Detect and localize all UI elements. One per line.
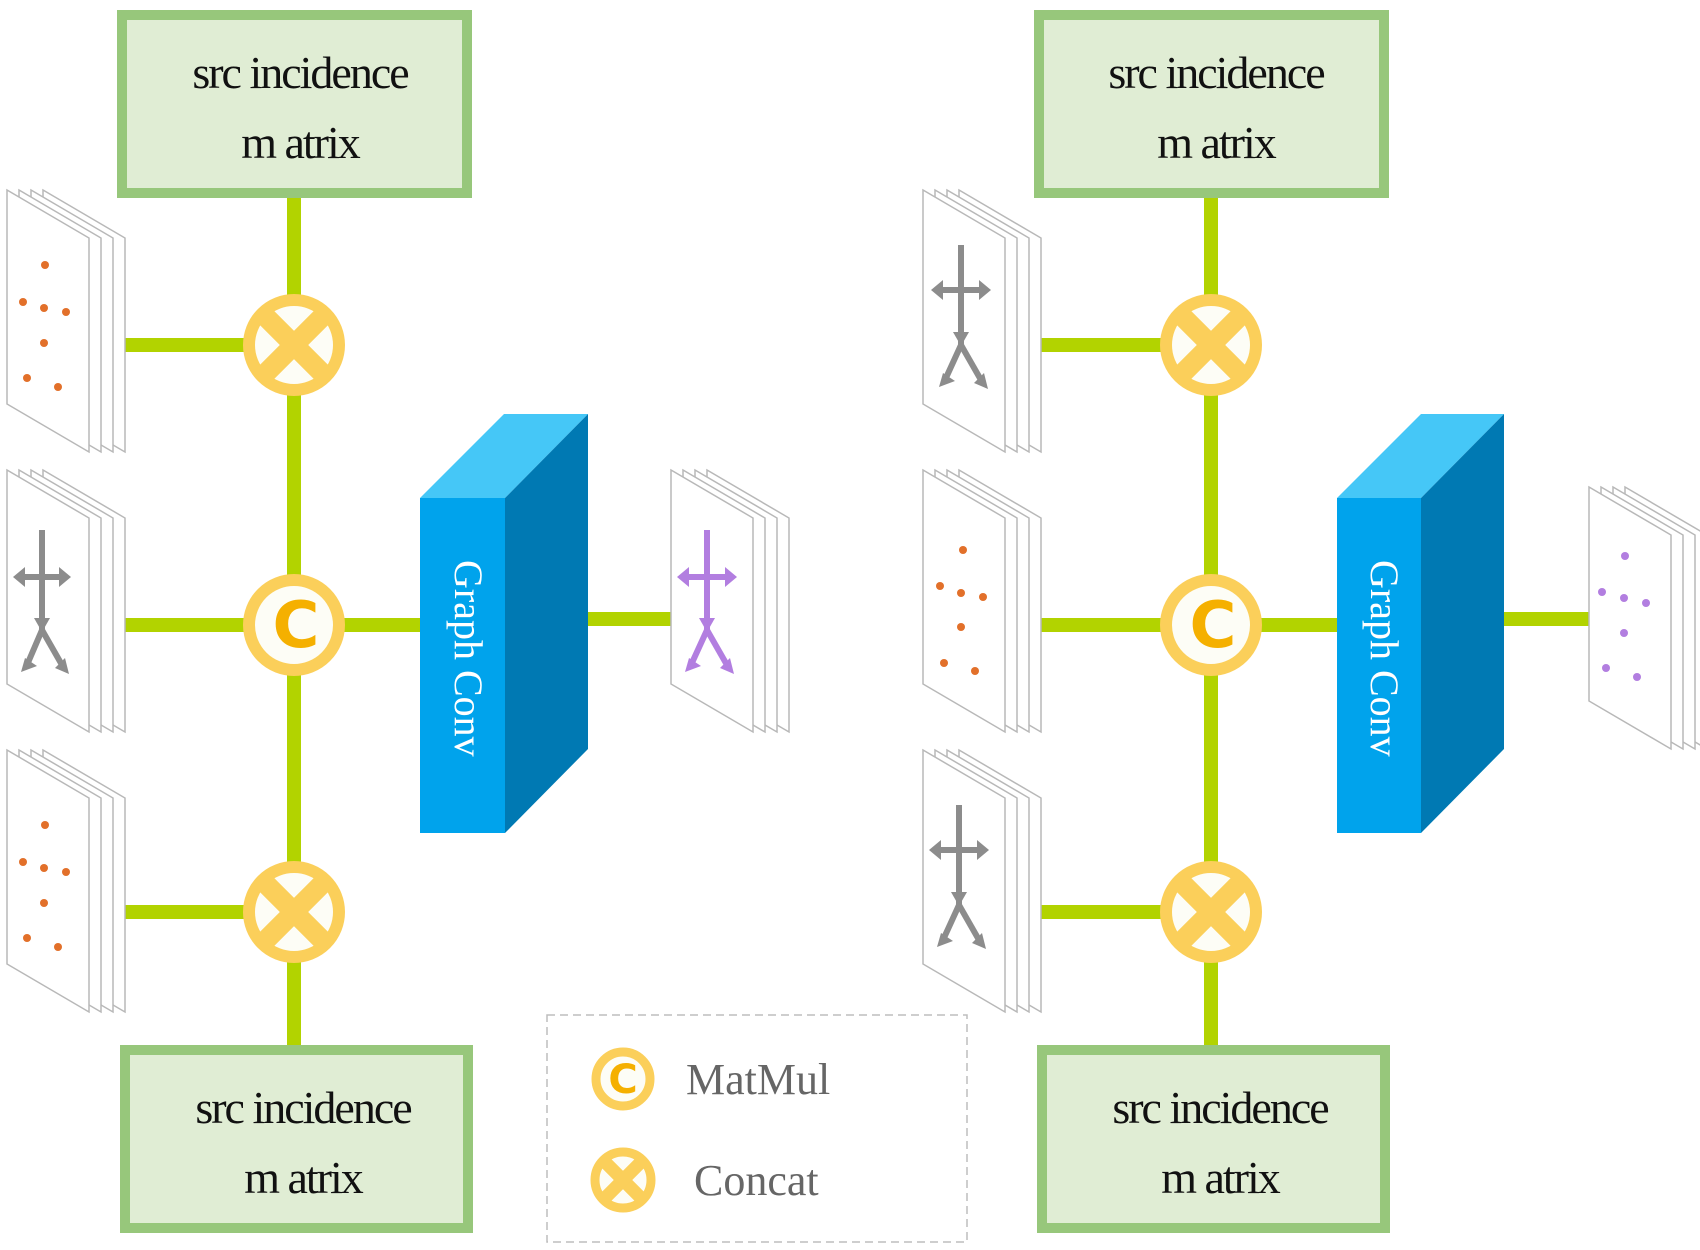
concat-op-top-right	[1160, 294, 1262, 396]
graph-conv-label: Graph Conv	[1362, 560, 1407, 757]
graph-conv-front-face	[1337, 498, 1421, 833]
graph-conv-label: Graph Conv	[446, 560, 491, 757]
legend-border	[546, 1014, 968, 1243]
src-incidence-matrix-top-right: src incidence m atrix	[1034, 10, 1389, 198]
graph-conv-block-right: Graph Conv	[1337, 414, 1504, 833]
block-left: src incidence m atrix src incidence m at…	[6, 10, 790, 1233]
output-stack-dots	[1588, 486, 1700, 750]
src-incidence-matrix-bottom-left: src incidence m atrix	[120, 1045, 473, 1233]
input-stack-skeleton	[922, 749, 1042, 1013]
legend-item-matmul: C MatMul	[591, 1047, 830, 1111]
matrix-label-line2: m atrix	[241, 117, 361, 168]
skeleton-icon-purple	[677, 530, 737, 674]
svg-text:C: C	[608, 1057, 637, 1103]
block-right: src incidence m atrix src incidence m at…	[922, 10, 1700, 1233]
input-stack-skeleton	[922, 189, 1042, 453]
connector-to-output	[1504, 612, 1590, 626]
matmul-op-right: C	[1160, 574, 1262, 676]
concat-icon	[590, 1147, 656, 1213]
matrix-label-line2: m atrix	[1161, 1152, 1281, 1203]
skeleton-icon-gray	[13, 530, 71, 674]
graph-conv-top-face	[1337, 414, 1504, 498]
joint-dots-orange	[19, 821, 70, 951]
legend-label-concat: Concat	[694, 1156, 819, 1205]
legend-label-matmul: MatMul	[686, 1055, 830, 1104]
output-stack-skeleton	[670, 469, 790, 733]
matrix-label-line1: src incidence	[1112, 1082, 1328, 1133]
concat-op-bottom-left	[243, 861, 345, 963]
matrix-label-line2: m atrix	[244, 1152, 364, 1203]
src-incidence-matrix-bottom-right: src incidence m atrix	[1037, 1045, 1390, 1233]
svg-text:C: C	[1190, 589, 1237, 663]
concat-op-top-left	[243, 294, 345, 396]
graph-conv-side-face	[505, 414, 588, 833]
matrix-label-line2: m atrix	[1157, 117, 1277, 168]
legend-item-concat: Concat	[590, 1147, 819, 1213]
connectors-right	[1028, 198, 1590, 1045]
svg-text:C: C	[273, 589, 320, 663]
matmul-op-left: C	[243, 574, 345, 676]
input-stack-dots	[6, 749, 126, 1013]
legend: C MatMul Concat	[546, 1014, 968, 1243]
skeleton-icon-gray	[931, 245, 991, 389]
concat-op-bottom-right	[1160, 861, 1262, 963]
graph-conv-block-left: Graph Conv	[420, 414, 588, 833]
skeleton-icon-gray	[929, 805, 989, 949]
graph-conv-top-face	[420, 414, 588, 498]
joint-dots-purple	[1598, 552, 1650, 681]
matmul-icon: C	[591, 1047, 655, 1111]
matrix-label-line1: src incidence	[195, 1082, 411, 1133]
joint-dots-orange	[19, 261, 70, 391]
joint-dots-orange	[936, 546, 987, 675]
graph-conv-front-face	[420, 498, 505, 833]
connector-to-output	[588, 612, 672, 626]
graph-conv-side-face	[1421, 414, 1504, 833]
src-incidence-matrix-top-left: src incidence m atrix	[117, 10, 472, 198]
input-stack-dots	[6, 189, 126, 453]
matrix-label-line1: src incidence	[192, 47, 408, 98]
matrix-label-line1: src incidence	[1108, 47, 1324, 98]
input-stack-skeleton	[6, 469, 126, 733]
input-stack-dots	[922, 469, 1042, 733]
